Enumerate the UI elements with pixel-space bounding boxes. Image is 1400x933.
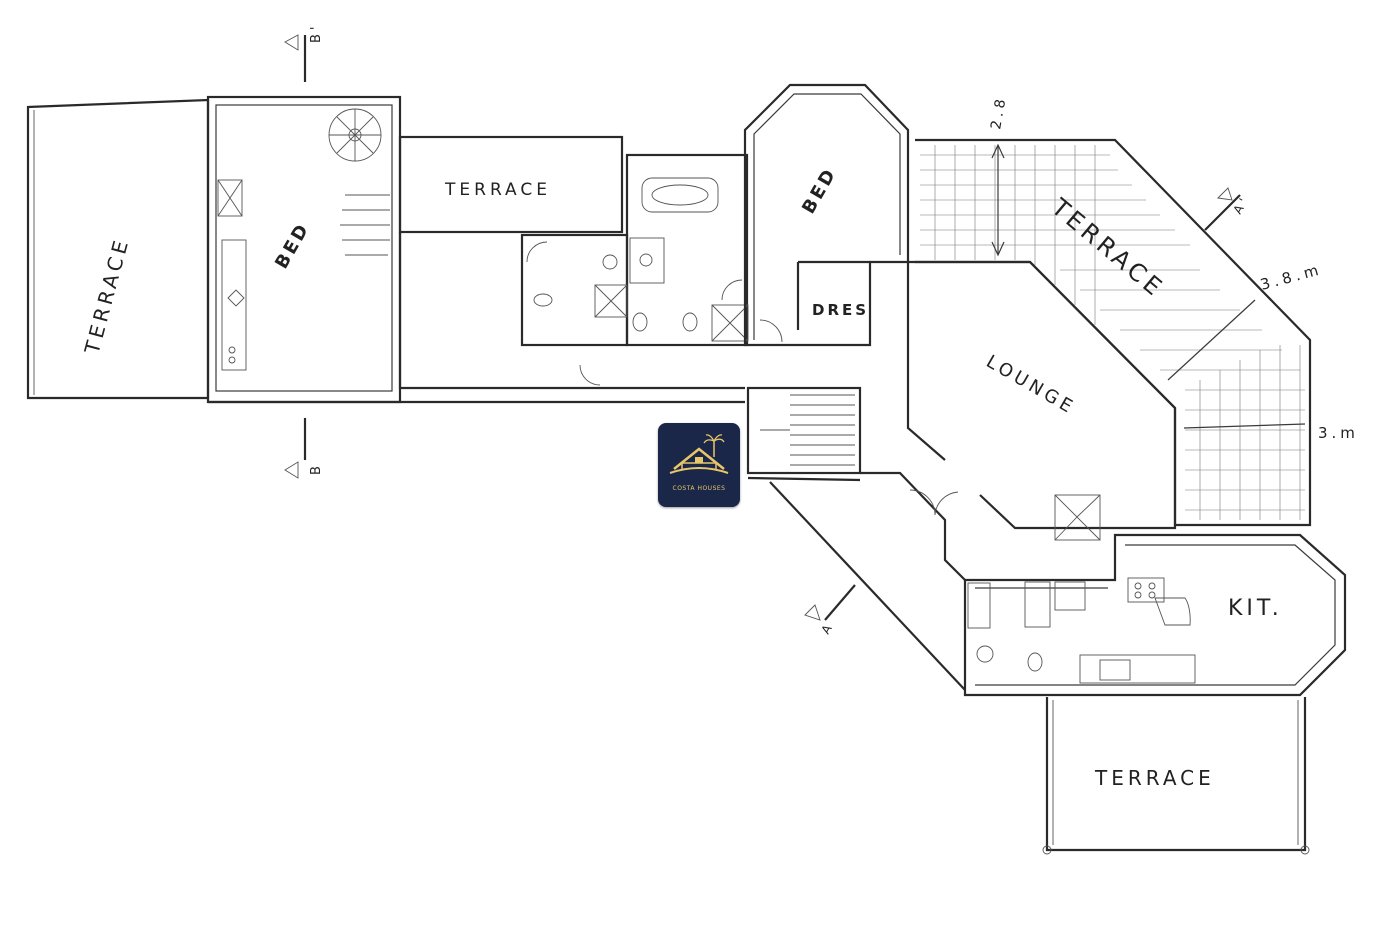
top-terrace-walls	[208, 135, 745, 404]
section-markers: B' B A' A	[284, 23, 1252, 637]
room-label-terrace-top: TERRACE	[444, 180, 551, 200]
spiral-stairs	[328, 108, 390, 256]
section-marker-a-bottom: A	[818, 619, 836, 637]
dimension-lines	[991, 143, 1306, 429]
dimension-label-right: 3.m	[1318, 424, 1359, 442]
logo-text: COSTA HOUSES	[672, 485, 726, 492]
room-label-bed-top: BED	[798, 164, 841, 218]
lounge-walls	[747, 260, 1177, 691]
room-label-kitchen: KIT.	[1228, 596, 1283, 621]
room-label-dres: DRES	[812, 301, 869, 319]
terrace-bottom-area	[1042, 697, 1310, 855]
room-label-terrace-bottom: TERRACE	[1094, 766, 1215, 790]
bedroom-top-walls	[743, 83, 910, 347]
bedroom-left-walls	[206, 95, 402, 404]
bathroom-block	[520, 153, 749, 386]
room-label-terrace-diagonal: TERRACE	[1045, 193, 1170, 304]
room-label-lounge: LOUNGE	[983, 351, 1080, 419]
kitchen-walls	[963, 533, 1347, 697]
dimension-label-diagonal: 3.8.m	[1258, 260, 1324, 294]
dimension-label-height: 2.8	[988, 94, 1010, 131]
room-label-terrace-left: TERRACE	[79, 234, 133, 357]
section-marker-a-top: A'	[1230, 193, 1252, 217]
costa-houses-logo: COSTA HOUSES	[658, 423, 740, 507]
central-stairs	[746, 386, 862, 475]
room-label-bed-left: BED	[271, 219, 314, 273]
section-marker-b-top: B'	[309, 23, 324, 44]
section-marker-b-bottom: B	[309, 462, 324, 475]
terrace-diagonal-area	[915, 138, 1312, 527]
logo-house-icon	[669, 434, 729, 474]
